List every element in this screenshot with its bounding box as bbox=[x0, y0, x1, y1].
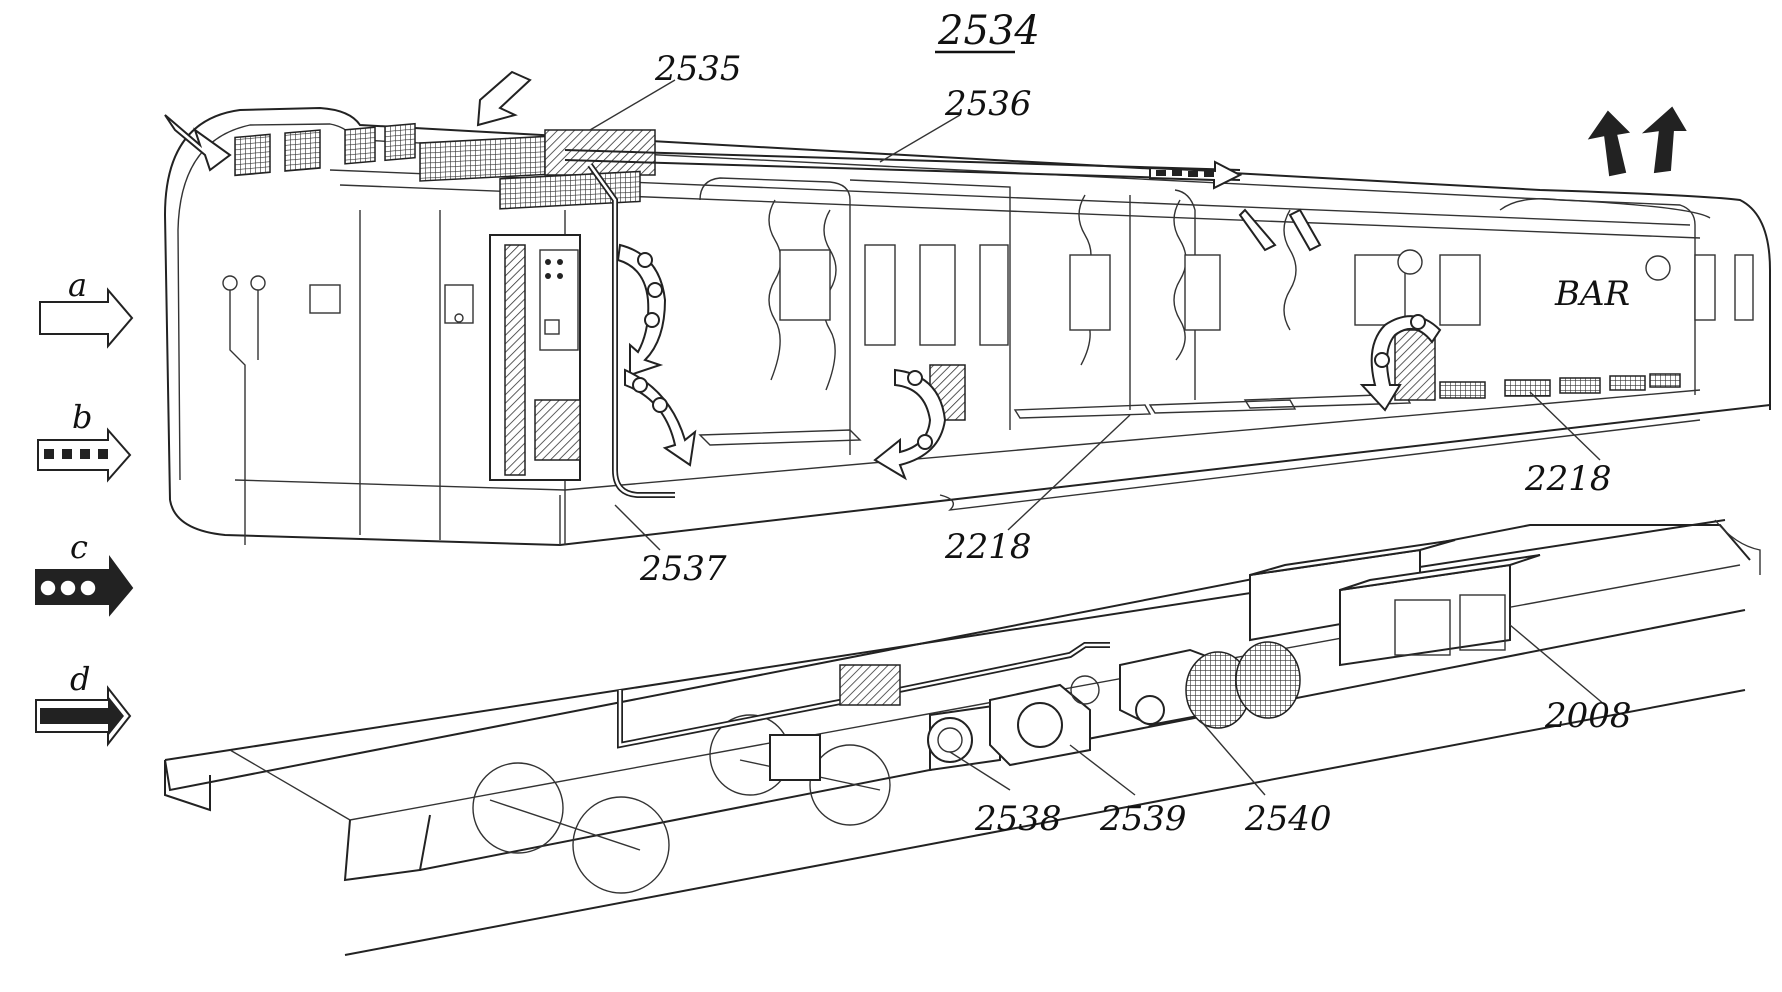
figure-number: 2534 bbox=[937, 8, 1040, 54]
label-2539: 2539 bbox=[1099, 799, 1187, 839]
leader-lines bbox=[589, 79, 1606, 796]
open-arrow-icon bbox=[39, 287, 134, 349]
reference-labels: 2535 2536 2537 2218 2218 2008 2538 2539 … bbox=[639, 49, 1632, 839]
car-body bbox=[163, 70, 1771, 547]
label-2538: 2538 bbox=[974, 799, 1062, 839]
label-2540: 2540 bbox=[1244, 799, 1332, 839]
legend-item-c: c bbox=[35, 528, 134, 617]
label-2218-center: 2218 bbox=[944, 527, 1032, 567]
legend-key-b: b bbox=[72, 398, 92, 436]
legend-item-b: b bbox=[37, 398, 132, 483]
label-bar: BAR bbox=[1554, 274, 1630, 314]
underframe bbox=[164, 519, 1761, 956]
legend-key-c: c bbox=[70, 528, 88, 566]
label-2008: 2008 bbox=[1544, 696, 1632, 736]
label-2536: 2536 bbox=[944, 84, 1032, 124]
legend-key-d: d bbox=[70, 660, 90, 698]
legend-item-d: d bbox=[35, 660, 132, 747]
legend-key-a: a bbox=[68, 266, 87, 304]
label-2218-right: 2218 bbox=[1524, 459, 1612, 499]
duct-flow-dashes bbox=[1156, 170, 1214, 177]
legend-item-a: a bbox=[39, 266, 134, 349]
label-2537: 2537 bbox=[639, 549, 727, 589]
label-2535: 2535 bbox=[654, 49, 742, 89]
legend: a b c d bbox=[35, 266, 134, 747]
figure-title: 2534 bbox=[935, 8, 1040, 54]
